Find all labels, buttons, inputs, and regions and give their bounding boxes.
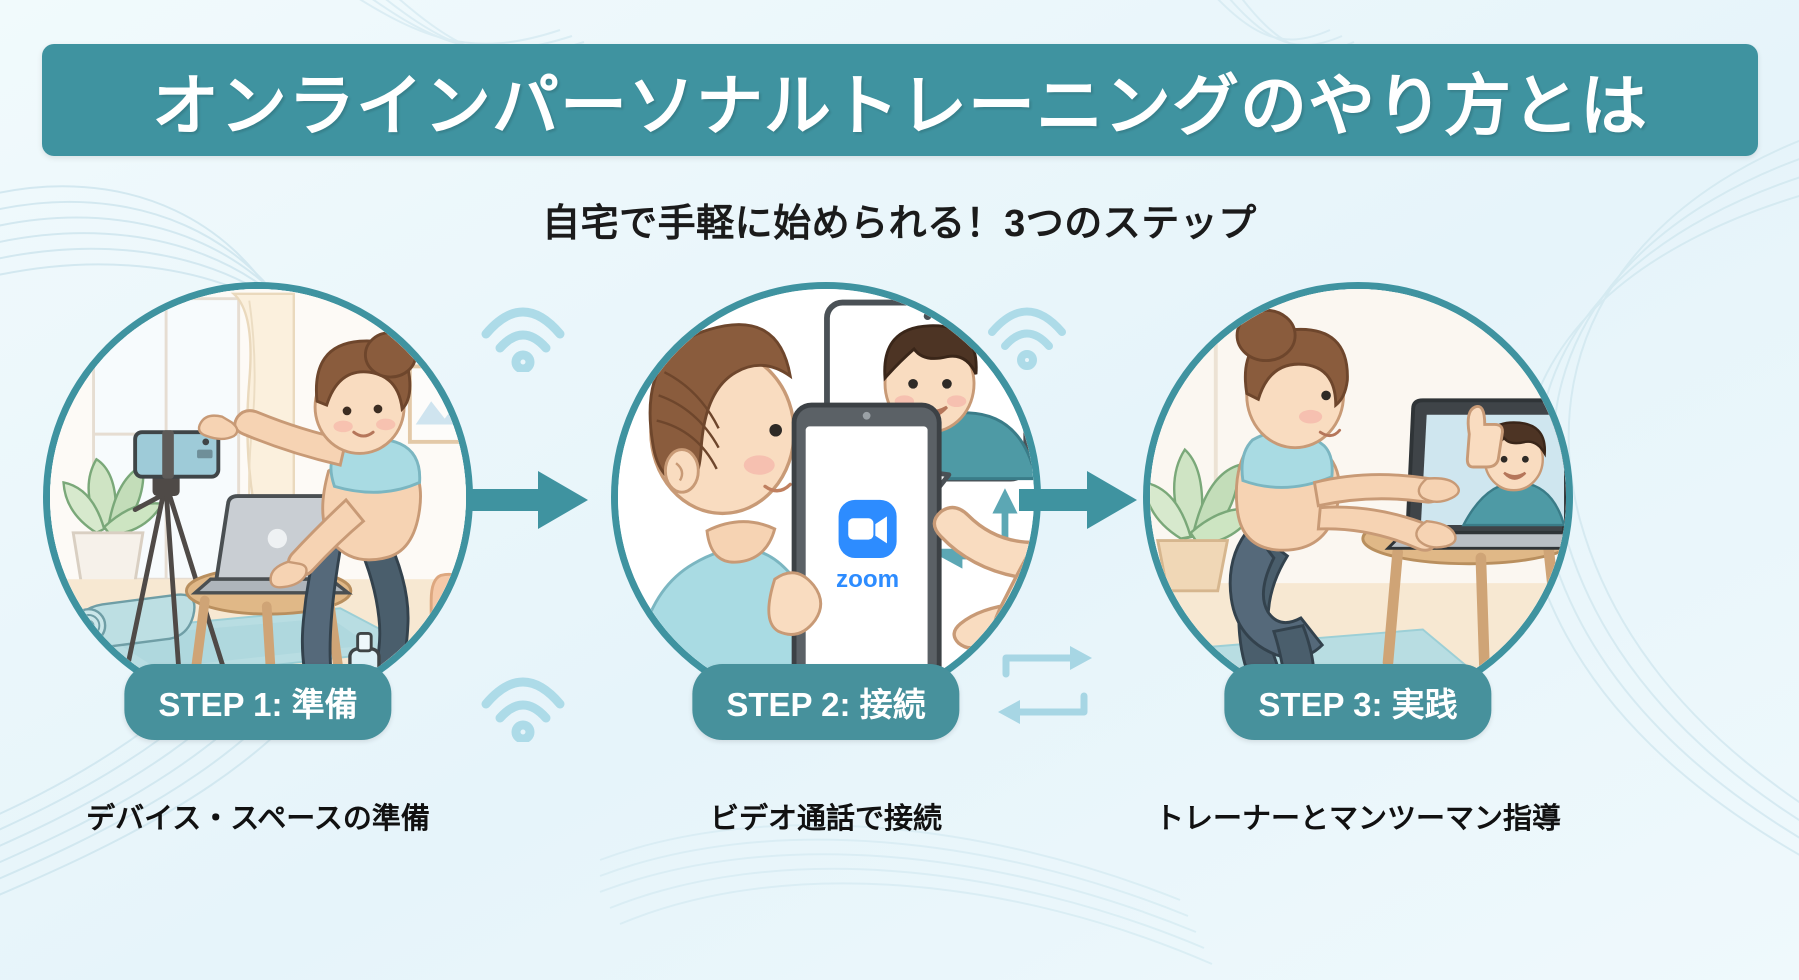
repeat-icon (998, 646, 1092, 724)
step-1-illustration-circle (43, 282, 473, 712)
zoom-app-label: zoom (836, 566, 899, 593)
step-3-illustration-circle (1143, 282, 1573, 712)
step-card-2: zoom STEP 2: 接続 ビデオ通話で接続 (611, 282, 1041, 835)
step-card-3: STEP 3: 実践 トレーナーとマンツーマン指導 (1143, 282, 1573, 835)
wifi-icon-bottom-left (481, 677, 565, 742)
arrow-step2-to-step3 (1019, 471, 1137, 529)
step-2-caption: ビデオ通話で接続 (709, 803, 943, 835)
scene-preparation (50, 289, 466, 705)
step-2-badge: STEP 2: 接続 (692, 664, 960, 740)
wifi-icon-top-left (481, 307, 565, 372)
step-1-badge: STEP 1: 準備 (124, 664, 392, 740)
step-2-illustration-circle: zoom (611, 282, 1041, 712)
scene-practice (1150, 289, 1566, 705)
arrow-step1-to-step2 (470, 471, 588, 529)
step-1-caption: デバイス・スペースの準備 (86, 803, 430, 835)
title-banner: オンラインパーソナルトレーニングのやり方とは (42, 44, 1758, 156)
steps-row: STEP 1: 準備 デバイス・スペースの準備 (0, 282, 1799, 842)
step-3-caption: トレーナーとマンツーマン指導 (1154, 803, 1562, 835)
page-subtitle: 自宅で手軽に始められる！3つのステップ (542, 203, 1257, 245)
step-3-badge: STEP 3: 実践 (1224, 664, 1492, 740)
step-card-1: STEP 1: 準備 デバイス・スペースの準備 (43, 282, 473, 835)
page-title: オンラインパーソナルトレーニングのやり方とは (152, 68, 1648, 144)
scene-connection: zoom (618, 289, 1034, 705)
wifi-icon-top-right (988, 307, 1066, 370)
